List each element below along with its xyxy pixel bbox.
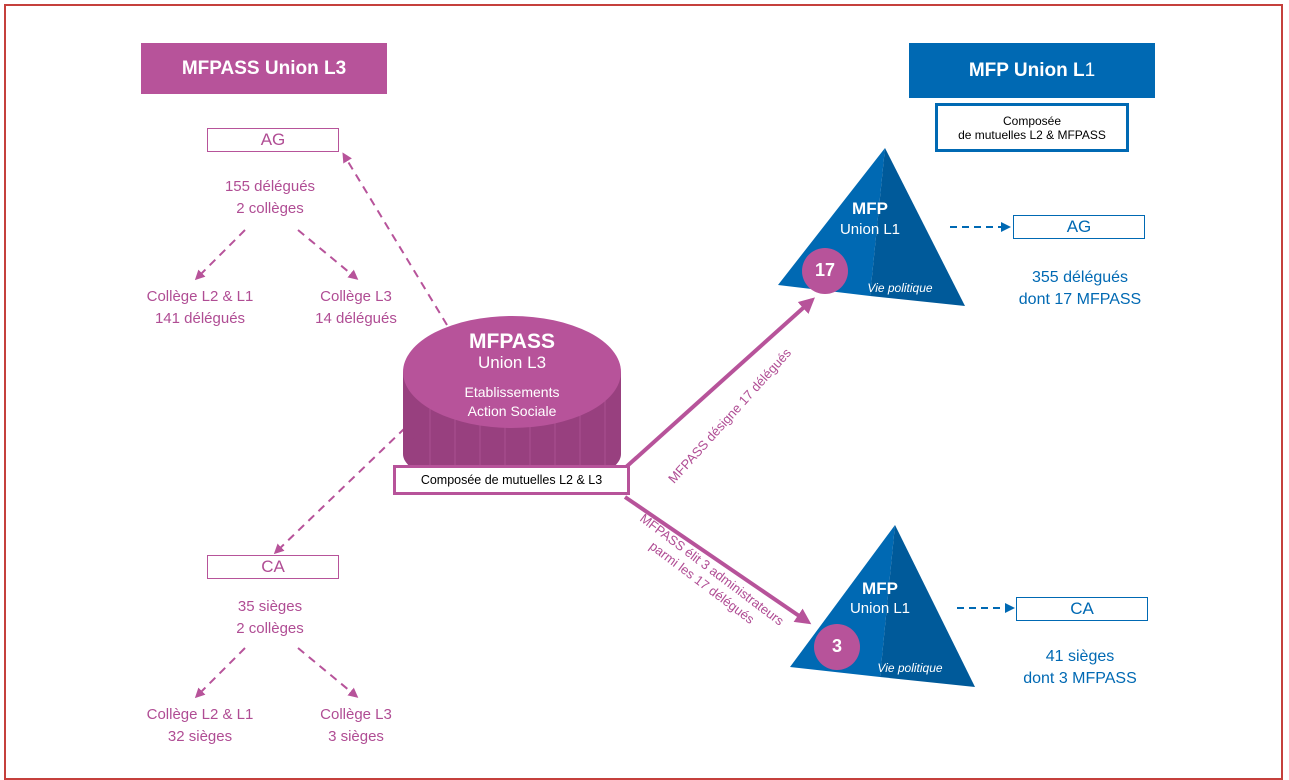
ag-box-right: AG [1013,215,1145,239]
arrow-ag-to-college-l3 [297,229,359,280]
mfp-bottom-tag: Vie politique [877,661,943,675]
mfpass-title-text: MFPASS Union L3 [181,57,347,79]
arrow-designates [623,297,815,470]
composition-box-center: Composée de mutuelles L2 & L3 [393,465,630,495]
ag-label-left: AG [260,130,286,149]
mfp-triangle-top [778,148,965,306]
ca-label-right: CA [1070,599,1094,618]
arrow-elects [623,495,812,625]
ca-box-left: CA [207,555,339,579]
ag-box-left: AG [207,128,339,152]
arrow-ca-to-college-l2l1 [194,647,246,699]
mfpass-cylinder [403,316,621,490]
mfp-bottom-info: 41 sièges dont 3 MFPASS [1023,648,1137,687]
mfp-bottom-union: Union L1 [849,600,911,617]
ca-label-left: CA [261,557,285,576]
arrow-mfpass-to-ag [342,152,448,326]
composition-box-right: Composée de mutuelles L2 & MFPASS [935,103,1129,152]
mfpass-center-union: Union L3 [477,353,547,372]
arrow-ag-to-college-l2l1 [194,229,246,281]
composition-text-right: Composée de mutuelles L2 & MFPASS [958,113,1106,142]
ca-info-left: 35 sièges 2 collèges [236,598,304,637]
mfp-top-name: MFP [852,199,888,218]
mfp-top-union: Union L1 [839,221,901,238]
mfpass-center-subtitle: Etablissements Action Sociale [464,384,560,419]
ca-box-right: CA [1016,597,1148,621]
mfp-top-info: 355 délégués dont 17 MFPASS [1018,269,1142,308]
mfp-bottom-name: MFP [862,579,898,598]
ag-info-left: 155 délégués 2 collèges [224,178,316,217]
college-l3-ag: Collège L3 14 délégués [315,288,397,327]
arrow-mfpass-to-ca [273,427,406,555]
composition-text-center: Composée de mutuelles L2 & L3 [420,473,603,487]
mfpass-union-l3-title: MFPASS Union L3 [141,43,387,94]
ag-label-right: AG [1066,217,1092,236]
college-l2l1-ag: Collège L2 & L1 141 délégués [146,288,254,327]
mfp-title-text: MFP Union L [968,59,1085,81]
mfp-top-tag: Vie politique [867,281,933,295]
arrow-ca-to-college-l3 [297,647,359,698]
mfp-bottom-number: 3 [831,636,842,656]
mfp-top-number: 17 [814,260,836,280]
mfpass-center-name: MFPASS [469,330,555,353]
mfp-triangle-bottom [790,525,975,687]
mfp-title-suffix: 1 [1084,59,1096,81]
college-l2l1-ca: Collège L2 & L1 32 sièges [146,706,254,745]
college-l3-ca: Collège L3 3 sièges [320,706,392,745]
